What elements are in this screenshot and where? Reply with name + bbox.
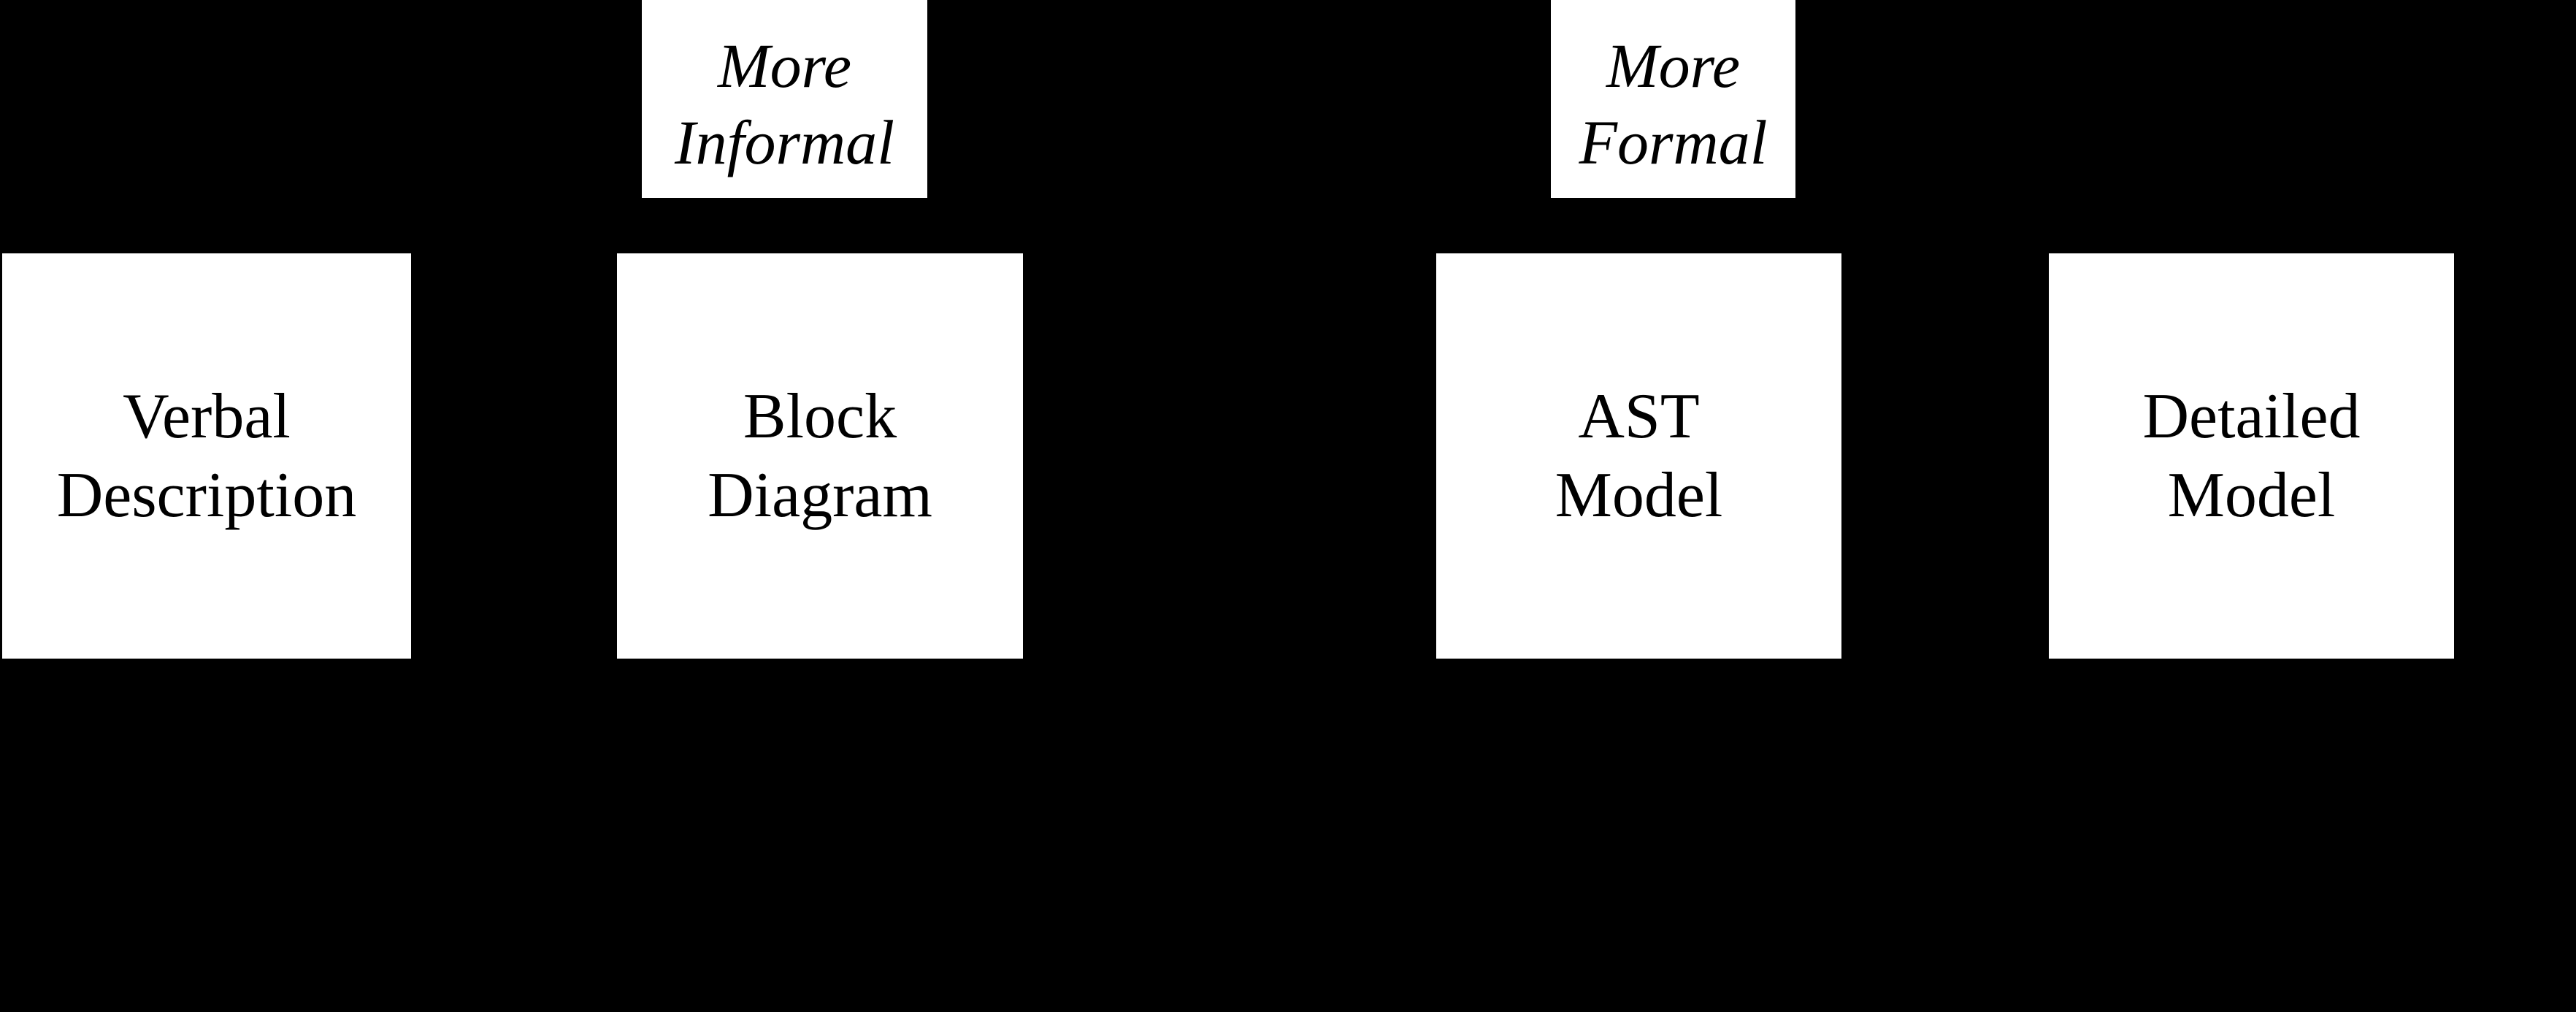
artifact-box-detailed-model[interactable]: Detailed Model [2049, 253, 2454, 659]
artifact-box-block-diagram[interactable]: Block Diagram [617, 253, 1023, 659]
caption-more-formal: More Formal [1551, 0, 1795, 198]
artifact-box-verbal-description[interactable]: Verbal Description [2, 253, 411, 659]
artifact-detailed-model-line1: Detailed [2142, 381, 2361, 453]
artifact-block-diagram-line2: Diagram [708, 459, 932, 531]
artifact-verbal-description-line1: Verbal [123, 381, 291, 453]
caption-more-informal: More Informal [642, 0, 927, 198]
artifact-detailed-model-line2: Model [2167, 459, 2336, 531]
caption-more-formal-line2: Formal [1579, 107, 1768, 177]
caption-more-informal-line2: Informal [675, 107, 894, 177]
artifact-ast-model-line2: Model [1555, 459, 1723, 531]
artifact-block-diagram-line1: Block [743, 381, 897, 453]
artifact-verbal-description-line2: Description [56, 459, 357, 531]
caption-more-formal-line1: More [1606, 30, 1741, 101]
artifact-ast-model-line1: AST [1578, 381, 1700, 453]
caption-more-informal-line1: More [717, 30, 852, 101]
artifact-box-ast-model[interactable]: AST Model [1436, 253, 1841, 659]
